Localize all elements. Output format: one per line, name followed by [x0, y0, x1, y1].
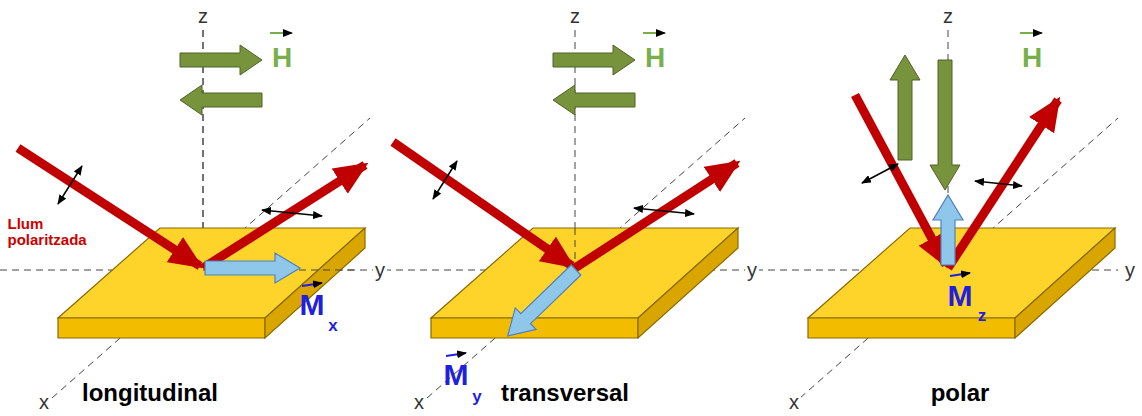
axis-label: z	[568, 6, 582, 27]
axis-label: z	[196, 6, 210, 27]
panel-longitudinal	[18, 30, 370, 398]
axis-label: y	[745, 260, 759, 281]
panel-polar	[800, 30, 1118, 398]
magnetization-subscript: y	[472, 388, 481, 406]
geometry-caption: transversal	[501, 380, 629, 405]
light-label: Llum polaritzada	[6, 216, 105, 248]
axis-label: y	[373, 260, 387, 281]
magnetization-label: M	[300, 289, 325, 321]
geometry-caption: longitudinal	[82, 380, 218, 405]
axis-label: y	[1123, 260, 1137, 281]
axis-label: x	[412, 392, 426, 413]
magnetization-label: M	[948, 280, 973, 312]
magnetization-subscript: x	[328, 317, 337, 335]
panel-transversal	[393, 30, 745, 398]
field-label: H	[645, 43, 665, 72]
magnetization-subscript: z	[978, 307, 987, 325]
geometry-caption: polar	[931, 380, 990, 405]
axis-label: x	[37, 392, 51, 413]
field-label: H	[272, 43, 292, 72]
field-label: H	[1022, 43, 1042, 72]
magnetization-label: M	[444, 359, 469, 391]
axis-label: x	[787, 392, 801, 413]
axis-label: z	[941, 6, 955, 27]
